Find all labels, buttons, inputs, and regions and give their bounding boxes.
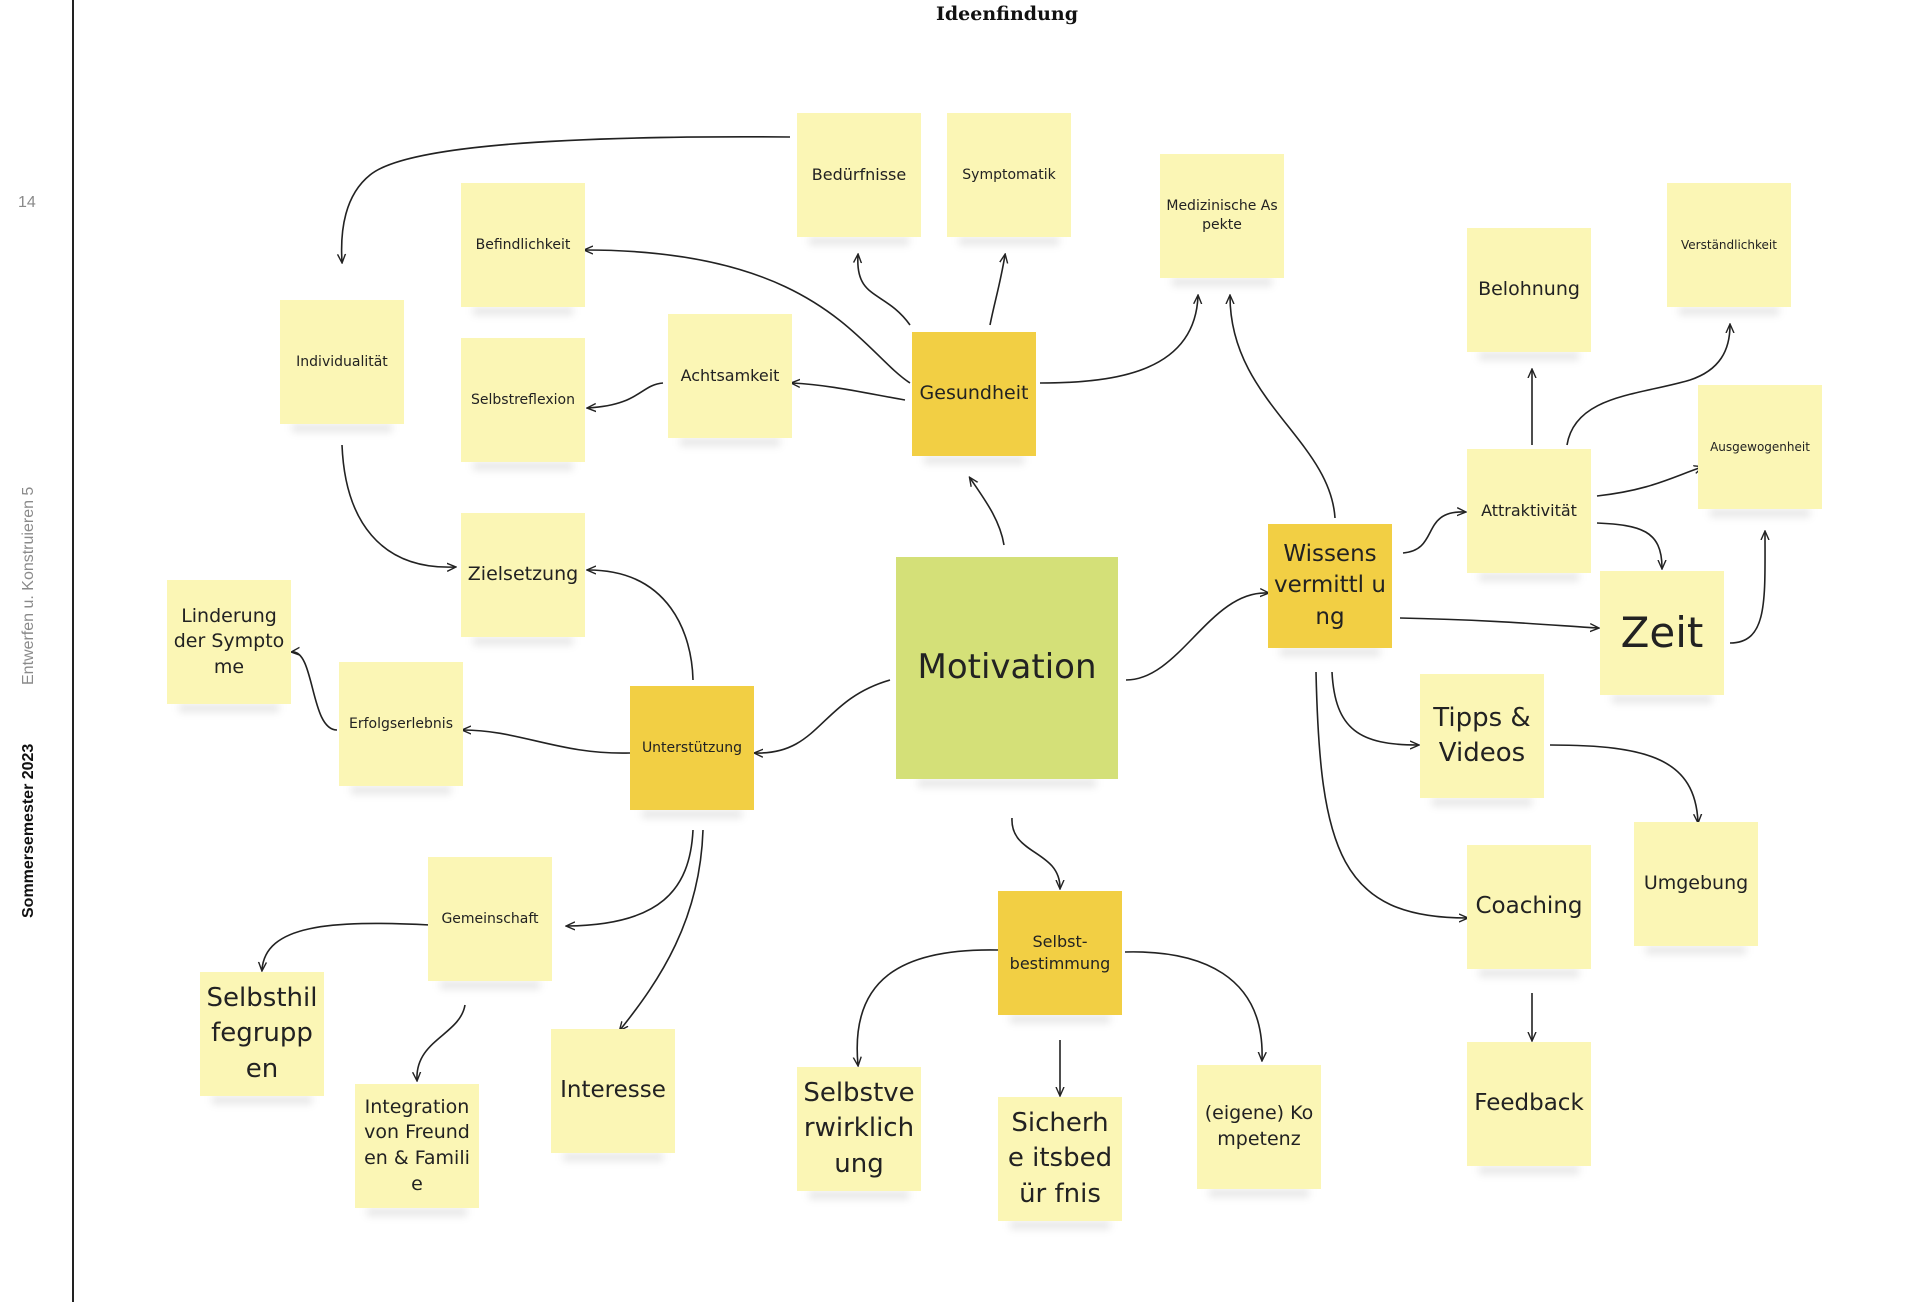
edge-gesundheit-symptomatik bbox=[989, 255, 1005, 326]
note-feedback: Feedback bbox=[1467, 1042, 1591, 1166]
node-gesundheit: Gesundheit bbox=[912, 332, 1036, 456]
edge-gesundheit-medizin bbox=[1039, 296, 1198, 384]
note-ausgewogenheit: Ausgewogenheit bbox=[1698, 385, 1822, 509]
note-achtsamkeit: Achtsamkeit bbox=[668, 314, 792, 438]
note-selbstreflexion: Selbstreflexion bbox=[461, 338, 585, 462]
note-belohnung: Belohnung bbox=[1467, 228, 1591, 352]
note-sicherheitsbeduerfnis: Sicherhe itsbedür fnis bbox=[998, 1097, 1122, 1221]
note-interesse: Interesse bbox=[551, 1029, 675, 1153]
note-selbsthilfegruppen: Selbsthil fegrupp en bbox=[200, 972, 324, 1096]
edge-selbstbestimmung-kompetenz bbox=[1124, 951, 1262, 1060]
node-unterstuetzung: Unterstützung bbox=[630, 686, 754, 810]
page-title: Ideenfindung bbox=[936, 3, 1078, 25]
node-motivation: Motivation bbox=[896, 557, 1118, 779]
note-symptomatik: Symptomatik bbox=[947, 113, 1071, 237]
edge-erfolgserlebnis-linderung bbox=[292, 652, 338, 731]
note-umgebung: Umgebung bbox=[1634, 822, 1758, 946]
note-linderung: Linderung der Symptome bbox=[167, 580, 291, 704]
edge-motivation-wissen bbox=[1125, 593, 1268, 681]
note-integration: Integration von Freunden & Familie bbox=[355, 1084, 479, 1208]
note-selbstverwirklichung: Selbstve rwirklich ung bbox=[797, 1067, 921, 1191]
edge-gesundheit-beduerfnisse bbox=[858, 255, 911, 326]
node-wissensvermittlung: Wissens vermittl ung bbox=[1268, 524, 1392, 648]
edge-unterstuetzung-zielsetzung bbox=[588, 570, 694, 681]
note-zeit: Zeit bbox=[1600, 571, 1724, 695]
note-befindlichkeit: Befindlichkeit bbox=[461, 183, 585, 307]
edge-individualitaet-zielsetzung bbox=[341, 444, 455, 567]
edge-unterstuetzung-erfolgserlebnis bbox=[463, 730, 631, 754]
edge-wissen-medizin bbox=[1230, 296, 1336, 519]
edge-unterstuetzung-gemeinschaft bbox=[567, 829, 694, 926]
note-kompetenz: (eigene) Kompetenz bbox=[1197, 1065, 1321, 1189]
edge-gesundheit-achtsamkeit bbox=[792, 383, 906, 401]
edge-gesundheit-befindlichkeit bbox=[585, 250, 911, 384]
note-gemeinschaft: Gemeinschaft bbox=[428, 857, 552, 981]
note-erfolgserlebnis: Erfolgserlebnis bbox=[339, 662, 463, 786]
note-attraktivitaet: Attraktivität bbox=[1467, 449, 1591, 573]
side-rule bbox=[72, 0, 74, 1302]
note-medizinische-aspekte: Medizinische Aspekte bbox=[1160, 154, 1284, 278]
edge-wissen-tipps bbox=[1331, 671, 1418, 745]
edge-unterstuetzung-interesse bbox=[620, 829, 704, 1030]
node-selbstbestimmung: Selbst- bestimmung bbox=[998, 891, 1122, 1015]
note-tipps-videos: Tipps & Videos bbox=[1420, 674, 1544, 798]
edge-selbstbestimmung-selbstverwirklichung bbox=[857, 949, 999, 1065]
edge-gemeinschaft-integration bbox=[417, 1004, 466, 1080]
edge-attraktivitaet-verstaendlichkeit bbox=[1566, 325, 1730, 446]
edge-zeit-ausgewogenheit bbox=[1729, 532, 1765, 644]
edge-motivation-unterstuetzung bbox=[755, 679, 891, 753]
edge-attraktivitaet-zeit bbox=[1596, 522, 1662, 568]
edge-motivation-selbstbestimmung bbox=[1011, 817, 1060, 888]
note-coaching: Coaching bbox=[1467, 845, 1591, 969]
edge-attraktivitaet-ausgewogenheit bbox=[1596, 467, 1702, 497]
edge-wissen-zeit bbox=[1399, 617, 1598, 628]
note-individualitaet: Individualität bbox=[280, 300, 404, 424]
note-verstaendlichkeit: Verständlichkeit bbox=[1667, 183, 1791, 307]
edge-wissen-coaching bbox=[1315, 671, 1467, 918]
page-number: 14 bbox=[18, 194, 36, 211]
edge-gemeinschaft-selbsthilfe bbox=[262, 922, 431, 970]
edge-wissen-attraktivitaet bbox=[1402, 512, 1465, 554]
edge-achtsamkeit-selbstreflexion bbox=[588, 382, 664, 408]
edge-motivation-gesundheit bbox=[970, 478, 1005, 546]
edge-tipps-umgebung bbox=[1549, 744, 1698, 822]
note-beduerfnisse: Bedürfnisse bbox=[797, 113, 921, 237]
edge-beduerfnisse-individualitaet bbox=[342, 136, 791, 262]
note-zielsetzung: Zielsetzung bbox=[461, 513, 585, 637]
